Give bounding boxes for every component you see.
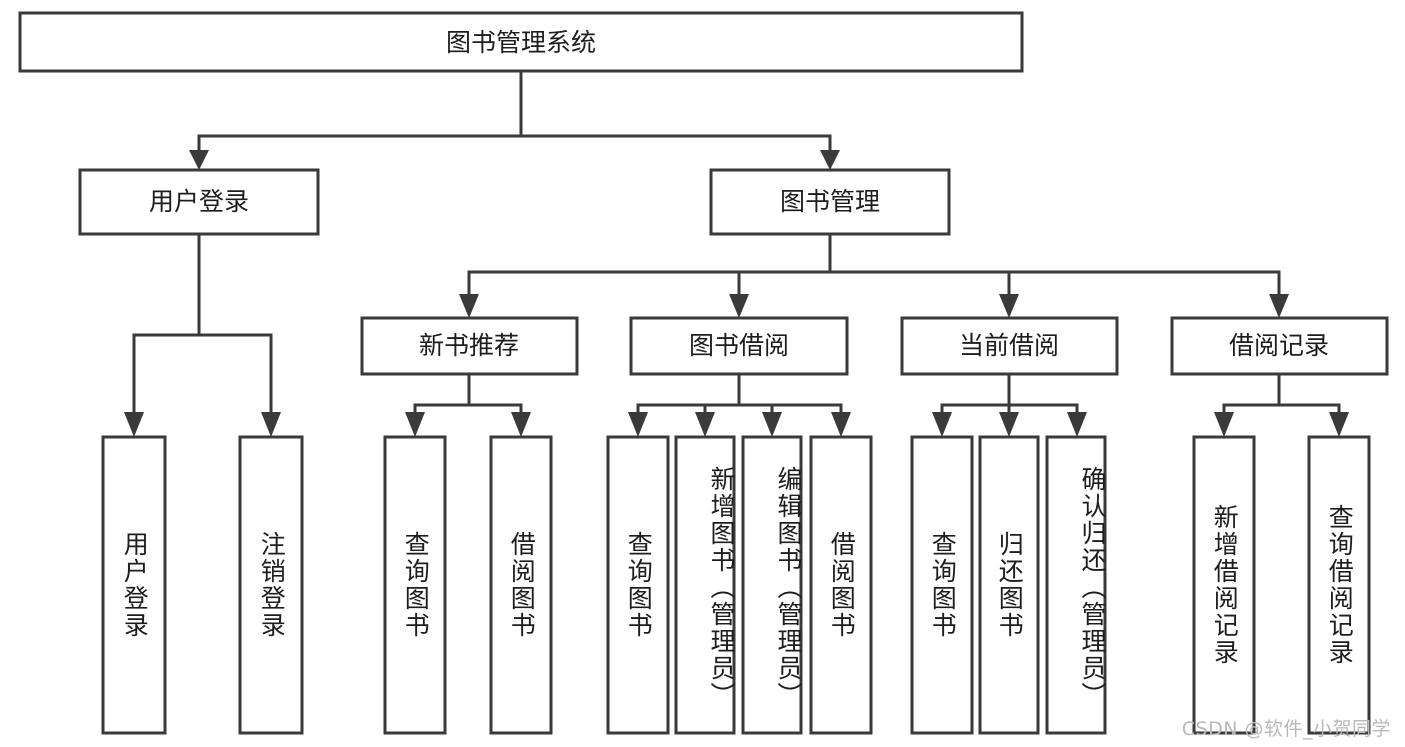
node-book-borrow-label: 图书借阅 (689, 331, 789, 360)
leaf-box-confirm-return[interactable] (1045, 435, 1107, 735)
arrow-book-borrow (729, 294, 749, 318)
node-borrow-record-box[interactable] (1170, 316, 1389, 376)
csdn-watermark: CSDN @软件_小贺同学 (1181, 718, 1391, 740)
node-new-book-recommend[interactable]: 新书推荐 (360, 316, 579, 376)
arrow-new-book-recommend (459, 294, 479, 318)
node-root-box[interactable] (18, 11, 1024, 73)
node-book-manage-label: 图书管理 (780, 187, 880, 216)
leaf-box-query-book-1[interactable] (383, 435, 447, 735)
node-book-borrow-box[interactable] (629, 316, 849, 376)
node-current-borrow-label: 当前借阅 (959, 331, 1059, 360)
leaf-box-borrow-book-2[interactable] (809, 435, 873, 735)
arrow-leaf-query-book-2 (628, 412, 648, 437)
node-current-borrow[interactable]: 当前借阅 (900, 316, 1119, 376)
leaf-box-query-record[interactable] (1307, 435, 1371, 735)
leaf-box-return-book[interactable] (978, 435, 1040, 735)
node-new-book-recommend-label: 新书推荐 (419, 331, 519, 360)
leaf-box-user-login[interactable] (101, 435, 167, 735)
node-user-login-label: 用户登录 (149, 187, 249, 216)
edge-group (124, 69, 1349, 437)
node-root[interactable]: 图书管理系统 (18, 11, 1024, 73)
node-book-manage-box[interactable] (709, 168, 951, 236)
node-new-book-recommend-box[interactable] (360, 316, 579, 376)
arrow-leaf-edit-book (762, 412, 782, 437)
leaf-box-query-book-3[interactable] (910, 435, 974, 735)
arrow-leaf-query-book-1 (405, 412, 425, 437)
node-user-login-box[interactable] (78, 168, 320, 236)
arrow-leaf-add-book (695, 412, 715, 437)
node-current-borrow-box[interactable] (900, 316, 1119, 376)
arrow-leaf-borrow-book-2 (831, 412, 851, 437)
arrow-borrow-record (1269, 294, 1289, 318)
arrow-leaf-confirm-return (1067, 412, 1087, 437)
leaf-box-add-record[interactable] (1192, 435, 1256, 735)
arrow-user-login (189, 150, 209, 170)
arrow-leaf-query-record (1329, 412, 1349, 437)
node-book-borrow[interactable]: 图书借阅 (629, 316, 849, 376)
node-borrow-record-label: 借阅记录 (1229, 331, 1329, 360)
arrow-leaf-return-book (999, 412, 1019, 437)
arrow-current-borrow (999, 294, 1019, 318)
leaf-box-query-book-2[interactable] (606, 435, 670, 735)
leaf-box-add-book[interactable] (674, 435, 736, 735)
leaf-box-borrow-book-1[interactable] (489, 435, 553, 735)
arrow-leaf-user-logout (261, 412, 281, 437)
node-user-login[interactable]: 用户登录 (78, 168, 320, 236)
arrow-book-manage (820, 150, 840, 170)
arrow-leaf-add-record (1214, 412, 1234, 437)
leaf-box-user-logout[interactable] (238, 435, 304, 735)
node-root-label: 图书管理系统 (446, 28, 596, 57)
node-borrow-record[interactable]: 借阅记录 (1170, 316, 1389, 376)
arrow-leaf-borrow-book-1 (511, 412, 531, 437)
leaf-box-group (101, 435, 1371, 735)
leaf-box-edit-book[interactable] (741, 435, 803, 735)
arrow-leaf-query-book-3 (932, 412, 952, 437)
node-book-manage[interactable]: 图书管理 (709, 168, 951, 236)
arrow-leaf-user-login (124, 412, 144, 437)
